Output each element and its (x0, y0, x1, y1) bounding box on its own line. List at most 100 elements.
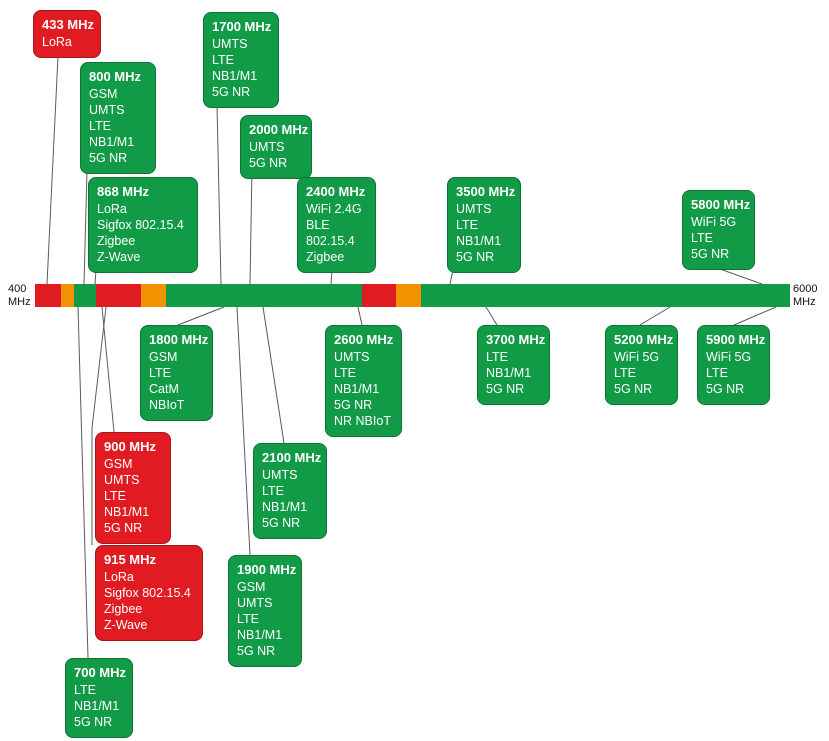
band-tech: 5G NR (237, 644, 276, 658)
axis-left-value: 400 (8, 283, 27, 295)
spectrum-bar (35, 284, 790, 307)
bar-segment-red-0 (35, 284, 61, 307)
band-tech: 5G NR (691, 247, 730, 261)
axis-label-left: 400 MHz (8, 283, 31, 309)
band-tech: NB1/M1 (334, 382, 380, 396)
band-title-700: 700 MHz (74, 665, 127, 680)
axis-right-value: 6000 (793, 283, 818, 295)
band-tech: Zigbee (306, 250, 345, 264)
band-title-900: 900 MHz (104, 439, 157, 454)
band-title-868: 868 MHz (97, 184, 150, 199)
band-tech: UMTS (249, 140, 285, 154)
band-tech: WiFi 2.4G (306, 202, 362, 216)
band-tech: LTE (149, 366, 171, 380)
band-tech: UMTS (212, 37, 248, 51)
band-tech: Sigfox 802.15.4 (97, 218, 184, 232)
leader-line-2100 (262, 306, 285, 444)
leader-line-915 (91, 306, 107, 545)
bar-segment-green-5 (166, 284, 362, 307)
bar-segment-red-6 (362, 284, 396, 307)
band-tech: BLE (306, 218, 330, 232)
band-tech: NBIoT (149, 398, 185, 412)
band-tech: UMTS (237, 596, 273, 610)
band-tech: UMTS (334, 350, 370, 364)
leader-line-3700 (485, 306, 498, 326)
band-tech: GSM (89, 87, 118, 101)
band-tech: LoRa (97, 202, 127, 216)
band-tech: UMTS (104, 473, 140, 487)
band-tech: NR NBIoT (334, 414, 391, 428)
band-tech: GSM (237, 580, 266, 594)
band-title-5800: 5800 MHz (691, 197, 751, 212)
band-tech: Zigbee (104, 602, 143, 616)
band-tech: 5G NR (334, 398, 373, 412)
leader-line-700 (77, 306, 89, 659)
band-tech: LTE (334, 366, 356, 380)
band-tech: LTE (89, 119, 111, 133)
band-tech: Zigbee (97, 234, 136, 248)
band-tech: 5G NR (89, 151, 128, 165)
leader-line-2000 (249, 167, 253, 285)
band-tech: NB1/M1 (89, 135, 135, 149)
band-tech: NB1/M1 (74, 699, 120, 713)
bar-segment-orange-4 (141, 284, 166, 307)
leader-line-1800 (177, 306, 225, 326)
band-tech: LTE (104, 489, 126, 503)
band-title-2100: 2100 MHz (262, 450, 322, 465)
leader-line-5200 (639, 306, 671, 326)
band-title-1900: 1900 MHz (237, 562, 297, 577)
band-tech: 5G NR (706, 382, 745, 396)
band-tech: UMTS (456, 202, 492, 216)
axis-left-unit: MHz (8, 296, 31, 308)
band-tech: WiFi 5G (706, 350, 752, 364)
band-title-1800: 1800 MHz (149, 332, 209, 347)
band-title-915: 915 MHz (104, 552, 157, 567)
band-title-1700: 1700 MHz (212, 19, 272, 34)
band-tech: LTE (237, 612, 259, 626)
band-tech: LTE (212, 53, 234, 67)
bar-segment-orange-1 (61, 284, 74, 307)
band-tech: NB1/M1 (456, 234, 502, 248)
leader-line-5900 (733, 306, 777, 326)
band-title-5200: 5200 MHz (614, 332, 674, 347)
leader-line-433 (46, 55, 59, 285)
band-tech: LoRa (42, 35, 72, 49)
band-tech: LTE (706, 366, 728, 380)
bar-segment-red-3 (96, 284, 141, 307)
bar-segment-green-8 (421, 284, 790, 307)
band-tech: NB1/M1 (486, 366, 532, 380)
band-title-800: 800 MHz (89, 69, 142, 84)
band-tech: 802.15.4 (306, 234, 355, 248)
band-tech: LTE (614, 366, 636, 380)
band-title-3500: 3500 MHz (456, 184, 516, 199)
band-tech: 5G NR (104, 521, 143, 535)
axis-right-unit: MHz (793, 296, 816, 308)
band-tech: LTE (74, 683, 96, 697)
band-tech: Z-Wave (97, 250, 141, 264)
bar-segment-green-2 (74, 284, 96, 307)
leader-line-1700 (216, 105, 222, 285)
band-tech: Sigfox 802.15.4 (104, 586, 191, 600)
band-tech: LTE (691, 231, 713, 245)
band-tech: NB1/M1 (237, 628, 283, 642)
axis-label-right: 6000 MHz (793, 283, 817, 309)
leader-line-1900 (236, 306, 251, 556)
band-tech: UMTS (262, 468, 298, 482)
band-tech: GSM (149, 350, 178, 364)
band-tech: GSM (104, 457, 133, 471)
